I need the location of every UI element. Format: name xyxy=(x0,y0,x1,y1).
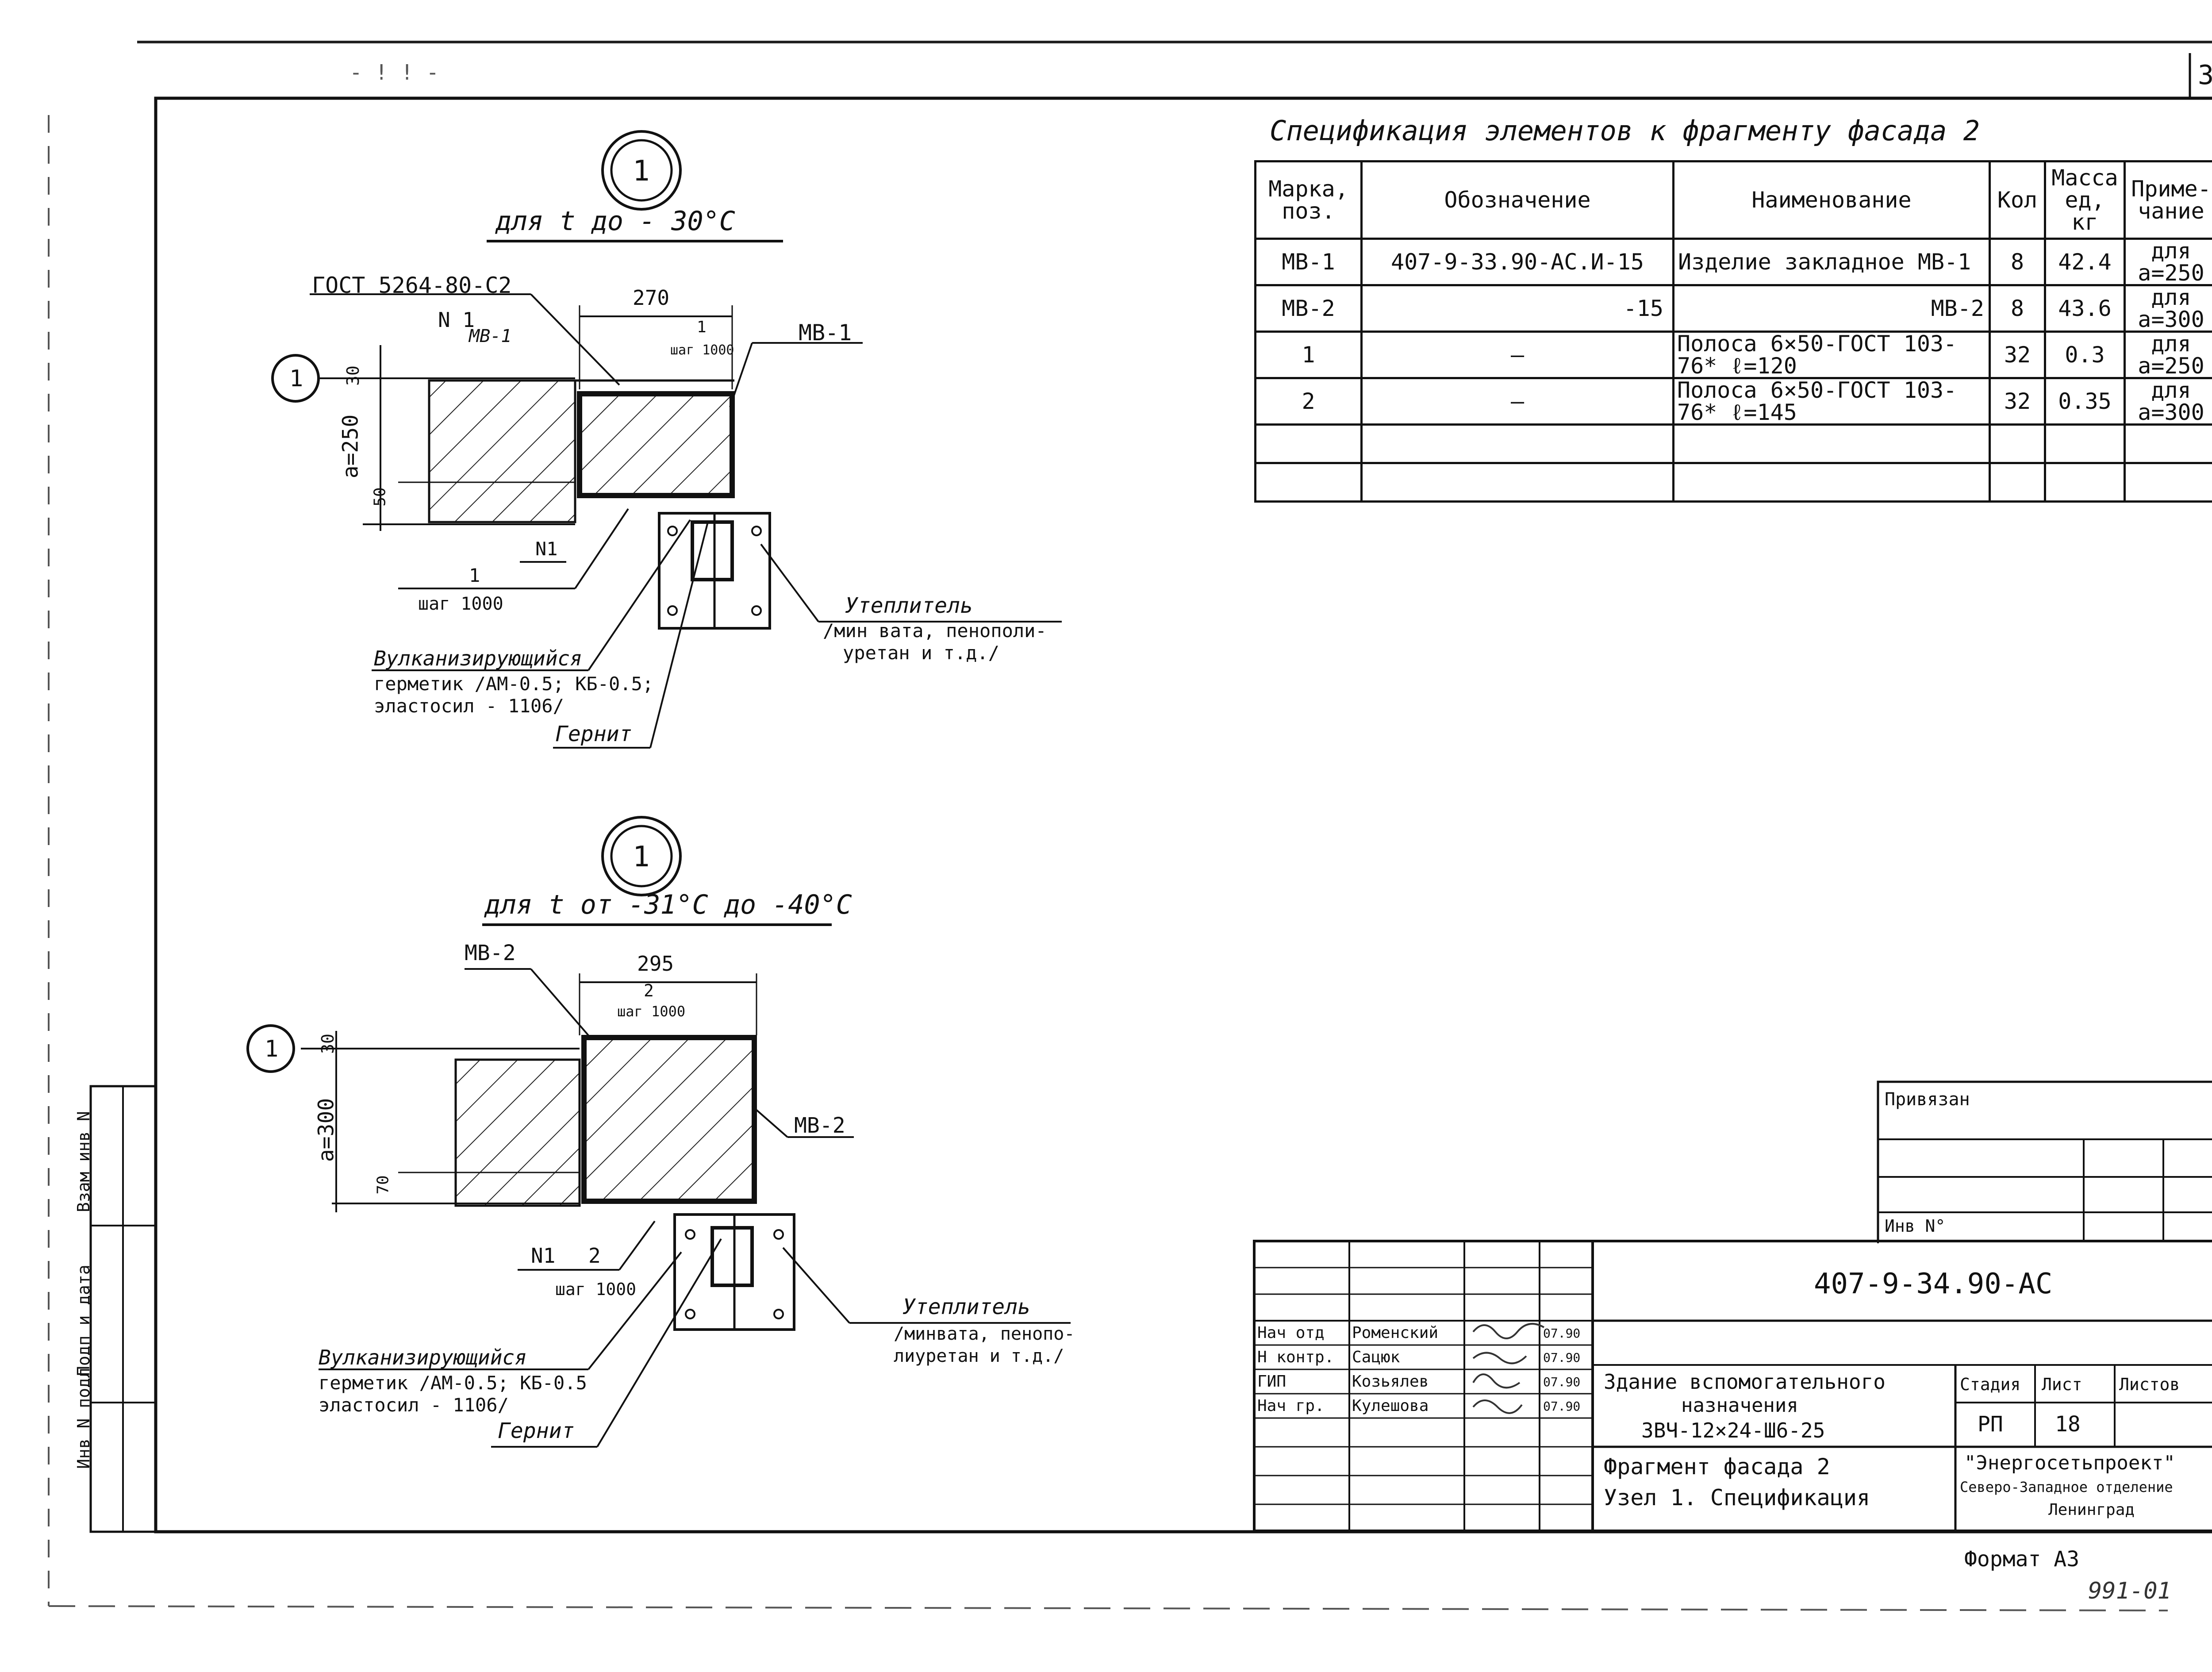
person-1-role: Н контр. xyxy=(1257,1348,1334,1366)
org-line3: Ленинград xyxy=(2048,1501,2135,1519)
detail2-mv-right: МВ-2 xyxy=(794,1113,845,1138)
detail1-sealant-line2: эластосил - 1106/ xyxy=(374,695,564,717)
person-1-name: Сацюк xyxy=(1352,1348,1400,1366)
person-2-role: ГИП xyxy=(1257,1372,1286,1391)
detail2-mv-top: МВ-2 xyxy=(465,941,516,965)
person-3-name: Кулешова xyxy=(1352,1397,1429,1415)
person-1-date: 07.90 xyxy=(1543,1350,1581,1365)
spec-header-name: Наименование xyxy=(1672,160,1991,240)
detail1-gost: ГОСТ 5264-80-С2 xyxy=(312,273,512,298)
person-0-name: Роменский xyxy=(1352,1324,1439,1342)
sheet-label: Лист xyxy=(2042,1375,2082,1394)
detail1-sealant-line1: герметик /АМ-0.5; КБ-0.5; xyxy=(374,673,654,695)
spec-header-mass: Масса ед, кг xyxy=(2044,160,2126,240)
detail-2 xyxy=(246,816,1071,1448)
drawing-line1: Фрагмент фасада 2 xyxy=(1604,1454,1830,1480)
detail1-dim-width: 270 xyxy=(633,286,670,310)
building-line3: ЗВЧ-12×24-Ш6-25 xyxy=(1641,1418,1825,1442)
detail2-step-top: шаг 1000 xyxy=(617,1003,686,1020)
stage-label: Стадия xyxy=(1960,1375,2021,1394)
table-row: МВ-2 -15 МВ-2 8 43.6 для a=300 xyxy=(1254,284,2212,333)
detail2-node-number: 1 xyxy=(633,841,650,873)
detail1-n1-bottom: N1 xyxy=(535,538,558,560)
format-label: Формат А3 xyxy=(1964,1547,2080,1572)
spec-header-mark: Марка, поз. xyxy=(1254,160,1363,240)
spec-title: Спецификация элементов к фрагменту фасад… xyxy=(1270,115,1980,147)
sheet-value: 18 xyxy=(2055,1412,2081,1437)
detail2-sealant-title: Вулканизирующийся xyxy=(319,1345,527,1369)
person-2-date: 07.90 xyxy=(1543,1375,1581,1389)
top-scribble: - ! ! - xyxy=(349,60,439,85)
table-row xyxy=(1254,423,2212,464)
detail2-n1: N1 xyxy=(531,1244,556,1268)
detail1-mv-small: МВ-1 xyxy=(469,326,512,346)
detail2-insul-title: Утеплитель xyxy=(902,1295,1030,1319)
spec-header-note: Приме- чание xyxy=(2124,160,2212,240)
detail1-step-bottom-num: 1 xyxy=(469,565,480,586)
drawing-line2: Узел 1. Спецификация xyxy=(1604,1485,1870,1511)
binding-inv: Инв N° xyxy=(1885,1216,1946,1236)
detail-1 xyxy=(271,130,1062,749)
detail1-node-number: 1 xyxy=(633,155,650,188)
detail2-dim-width: 295 xyxy=(637,952,674,976)
detail1-mv-right: МВ-1 xyxy=(799,320,852,346)
org-line2: Северо-Западное отделение xyxy=(1960,1479,2173,1495)
table-row: 1 — Полоса 6×50-ГОСТ 103-76* ℓ=120 32 0.… xyxy=(1254,331,2212,379)
stage-value: РП xyxy=(1978,1412,2003,1437)
person-0-role: Нач отд xyxy=(1257,1324,1325,1342)
detail1-sealant-title: Вулканизирующийся xyxy=(374,646,582,670)
title-code: 407-9-34.90-АС xyxy=(1814,1268,2053,1300)
detail2-insul-line1: /минвата, пенопо- xyxy=(894,1324,1075,1344)
detail2-sealant-line1: герметик /АМ-0.5; КБ-0.5 xyxy=(319,1372,587,1394)
person-3-role: Нач гр. xyxy=(1257,1397,1325,1415)
spec-header-qty: Кол xyxy=(1989,160,2046,240)
detail1-n1-top: N 1 xyxy=(438,308,475,332)
person-2-name: Козьялев xyxy=(1352,1372,1429,1391)
person-3-date: 07.90 xyxy=(1543,1399,1581,1414)
building-line1: Здание вспомогательного xyxy=(1604,1370,1886,1394)
detail2-gernit: Гернит xyxy=(498,1418,575,1443)
bottom-note: 991-01 xyxy=(2088,1578,2171,1604)
detail2-step-bottom: шаг 1000 xyxy=(555,1280,637,1299)
detail1-insul-title: Утеплитель xyxy=(845,593,973,618)
detail1-caption: для t до - 30°С xyxy=(495,206,735,237)
person-0-date: 07.90 xyxy=(1543,1326,1581,1341)
detail2-caption: для t от -31°С до -40°С xyxy=(484,889,852,920)
detail2-two: 2 xyxy=(588,1244,601,1268)
sheets-label: Листов xyxy=(2119,1375,2180,1394)
detail1-step-top: шаг 1000 xyxy=(670,342,734,358)
spec-table: Марка, поз. Обозначение Наименование Кол… xyxy=(1254,160,2212,503)
detail1-axis: 1 xyxy=(289,365,303,392)
table-row xyxy=(1254,462,2212,503)
table-row: 2 — Полоса 6×50-ГОСТ 103-76* ℓ=145 32 0.… xyxy=(1254,377,2212,426)
detail1-insul-line2: уретан и т.д./ xyxy=(843,642,1000,664)
building-line2: назначения xyxy=(1681,1394,1798,1417)
detail2-axis: 1 xyxy=(265,1036,279,1062)
detail2-insul-line2: лиуретан и т.д./ xyxy=(894,1346,1064,1366)
detail1-gernit: Гернит xyxy=(555,722,632,746)
detail1-step-top-num: 1 xyxy=(697,318,707,336)
detail2-step-top-num: 2 xyxy=(644,981,654,1000)
binding-label: Привязан xyxy=(1885,1089,1970,1110)
detail2-sealant-line2: эластосил - 1106/ xyxy=(319,1394,509,1416)
detail1-insul-line1: /мин вата, пенополи- xyxy=(823,620,1047,642)
detail1-step-bottom: шаг 1000 xyxy=(418,594,503,614)
org-line1: "Энергосетьпроект" xyxy=(1964,1452,2175,1474)
sheet-number: 31 xyxy=(2198,60,2212,91)
table-row: МВ-1 407-9-33.90-АС.И-15 Изделие закладн… xyxy=(1254,238,2212,286)
spec-header-designation: Обозначение xyxy=(1360,160,1674,240)
